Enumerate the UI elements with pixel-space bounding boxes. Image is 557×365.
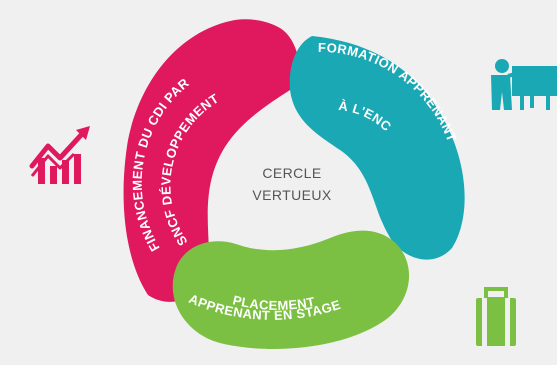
segment-financement xyxy=(123,19,300,302)
segment-placement xyxy=(172,230,410,349)
growth-chart-icon xyxy=(29,126,90,184)
presentation-icon xyxy=(491,59,557,110)
segment-formation xyxy=(289,36,465,260)
briefcase-icon xyxy=(476,287,516,346)
center-title-line1: CERCLE xyxy=(262,165,321,181)
placement-label-line1: PLACEMENT xyxy=(231,292,316,313)
center-title-line2: VERTUEUX xyxy=(252,187,331,203)
